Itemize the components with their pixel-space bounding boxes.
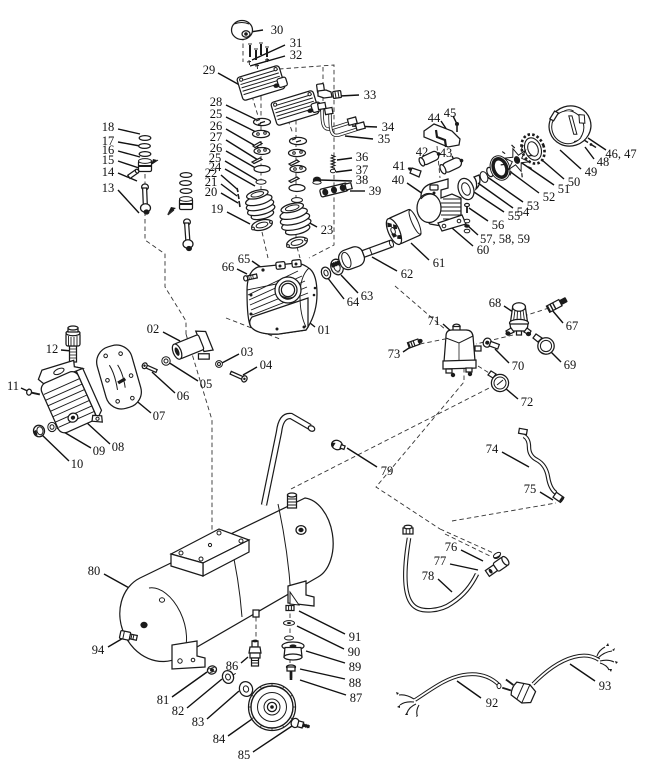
svg-text:23: 23: [321, 223, 334, 237]
svg-text:38: 38: [356, 173, 369, 187]
svg-text:37: 37: [356, 163, 369, 177]
svg-text:51: 51: [558, 182, 571, 196]
svg-text:18: 18: [102, 120, 115, 134]
svg-text:84: 84: [213, 732, 226, 746]
svg-text:72: 72: [521, 395, 534, 409]
svg-text:06: 06: [177, 389, 190, 403]
svg-text:22: 22: [205, 166, 218, 180]
svg-text:89: 89: [349, 660, 362, 674]
svg-text:10: 10: [71, 457, 84, 471]
svg-text:31: 31: [290, 36, 303, 50]
svg-text:32: 32: [290, 48, 303, 62]
svg-text:29: 29: [203, 63, 216, 77]
svg-text:14: 14: [102, 165, 115, 179]
svg-text:28: 28: [210, 95, 223, 109]
svg-text:86: 86: [226, 659, 239, 673]
svg-text:04: 04: [260, 358, 273, 372]
svg-text:60: 60: [477, 243, 490, 257]
svg-text:61: 61: [433, 256, 446, 270]
svg-text:52: 52: [543, 190, 556, 204]
svg-text:93: 93: [599, 679, 612, 693]
svg-text:40: 40: [392, 173, 405, 187]
svg-text:30: 30: [271, 23, 284, 37]
svg-text:56: 56: [492, 218, 505, 232]
svg-text:71: 71: [428, 314, 441, 328]
svg-text:66: 66: [222, 260, 235, 274]
svg-text:50: 50: [568, 175, 581, 189]
svg-text:70: 70: [512, 359, 525, 373]
svg-text:78: 78: [422, 569, 435, 583]
svg-text:79: 79: [381, 464, 394, 478]
svg-text:49: 49: [585, 165, 598, 179]
svg-text:90: 90: [348, 645, 361, 659]
svg-text:03: 03: [241, 345, 254, 359]
svg-text:24: 24: [209, 160, 222, 174]
svg-text:43: 43: [440, 146, 453, 160]
svg-text:77: 77: [434, 554, 447, 568]
svg-text:80: 80: [88, 564, 101, 578]
svg-text:65: 65: [238, 252, 251, 266]
svg-text:64: 64: [347, 295, 360, 309]
svg-text:94: 94: [92, 643, 105, 657]
svg-text:02: 02: [147, 322, 160, 336]
svg-text:69: 69: [564, 358, 577, 372]
svg-text:85: 85: [238, 748, 251, 762]
svg-text:82: 82: [172, 704, 185, 718]
svg-text:08: 08: [112, 440, 125, 454]
svg-text:26: 26: [210, 119, 223, 133]
svg-text:07: 07: [153, 409, 166, 423]
svg-text:09: 09: [93, 444, 106, 458]
svg-text:73: 73: [388, 347, 401, 361]
svg-text:36: 36: [356, 150, 369, 164]
svg-text:81: 81: [157, 693, 170, 707]
svg-text:63: 63: [361, 289, 374, 303]
svg-text:34: 34: [382, 120, 395, 134]
svg-text:12: 12: [46, 342, 59, 356]
svg-text:45: 45: [444, 106, 457, 120]
svg-text:21: 21: [205, 175, 218, 189]
svg-text:26: 26: [210, 141, 223, 155]
svg-text:83: 83: [192, 715, 205, 729]
svg-text:67: 67: [566, 319, 579, 333]
svg-text:39: 39: [369, 184, 382, 198]
svg-text:27: 27: [210, 130, 223, 144]
svg-text:48: 48: [597, 155, 610, 169]
svg-text:25: 25: [209, 151, 222, 165]
svg-text:53: 53: [527, 199, 540, 213]
svg-text:05: 05: [200, 377, 213, 391]
svg-text:68: 68: [489, 296, 502, 310]
svg-text:35: 35: [378, 132, 391, 146]
svg-text:33: 33: [364, 88, 377, 102]
svg-text:88: 88: [349, 676, 362, 690]
svg-text:16: 16: [102, 143, 115, 157]
svg-text:01: 01: [318, 323, 331, 337]
svg-text:25: 25: [210, 107, 223, 121]
svg-text:15: 15: [102, 153, 115, 167]
svg-text:55: 55: [508, 209, 521, 223]
svg-text:74: 74: [486, 442, 499, 456]
svg-text:19: 19: [211, 202, 224, 216]
svg-text:20: 20: [205, 185, 218, 199]
svg-text:17: 17: [102, 134, 115, 148]
svg-text:62: 62: [401, 267, 414, 281]
svg-text:11: 11: [7, 379, 19, 393]
svg-text:46, 47: 46, 47: [605, 147, 636, 161]
svg-text:75: 75: [524, 482, 537, 496]
svg-text:91: 91: [349, 630, 362, 644]
svg-text:41: 41: [393, 159, 406, 173]
svg-text:76: 76: [445, 540, 458, 554]
svg-text:57, 58, 59: 57, 58, 59: [480, 232, 530, 246]
svg-text:13: 13: [102, 181, 115, 195]
svg-text:44: 44: [428, 111, 441, 125]
svg-text:92: 92: [486, 696, 499, 710]
svg-text:54: 54: [517, 205, 530, 219]
svg-text:87: 87: [350, 691, 363, 705]
